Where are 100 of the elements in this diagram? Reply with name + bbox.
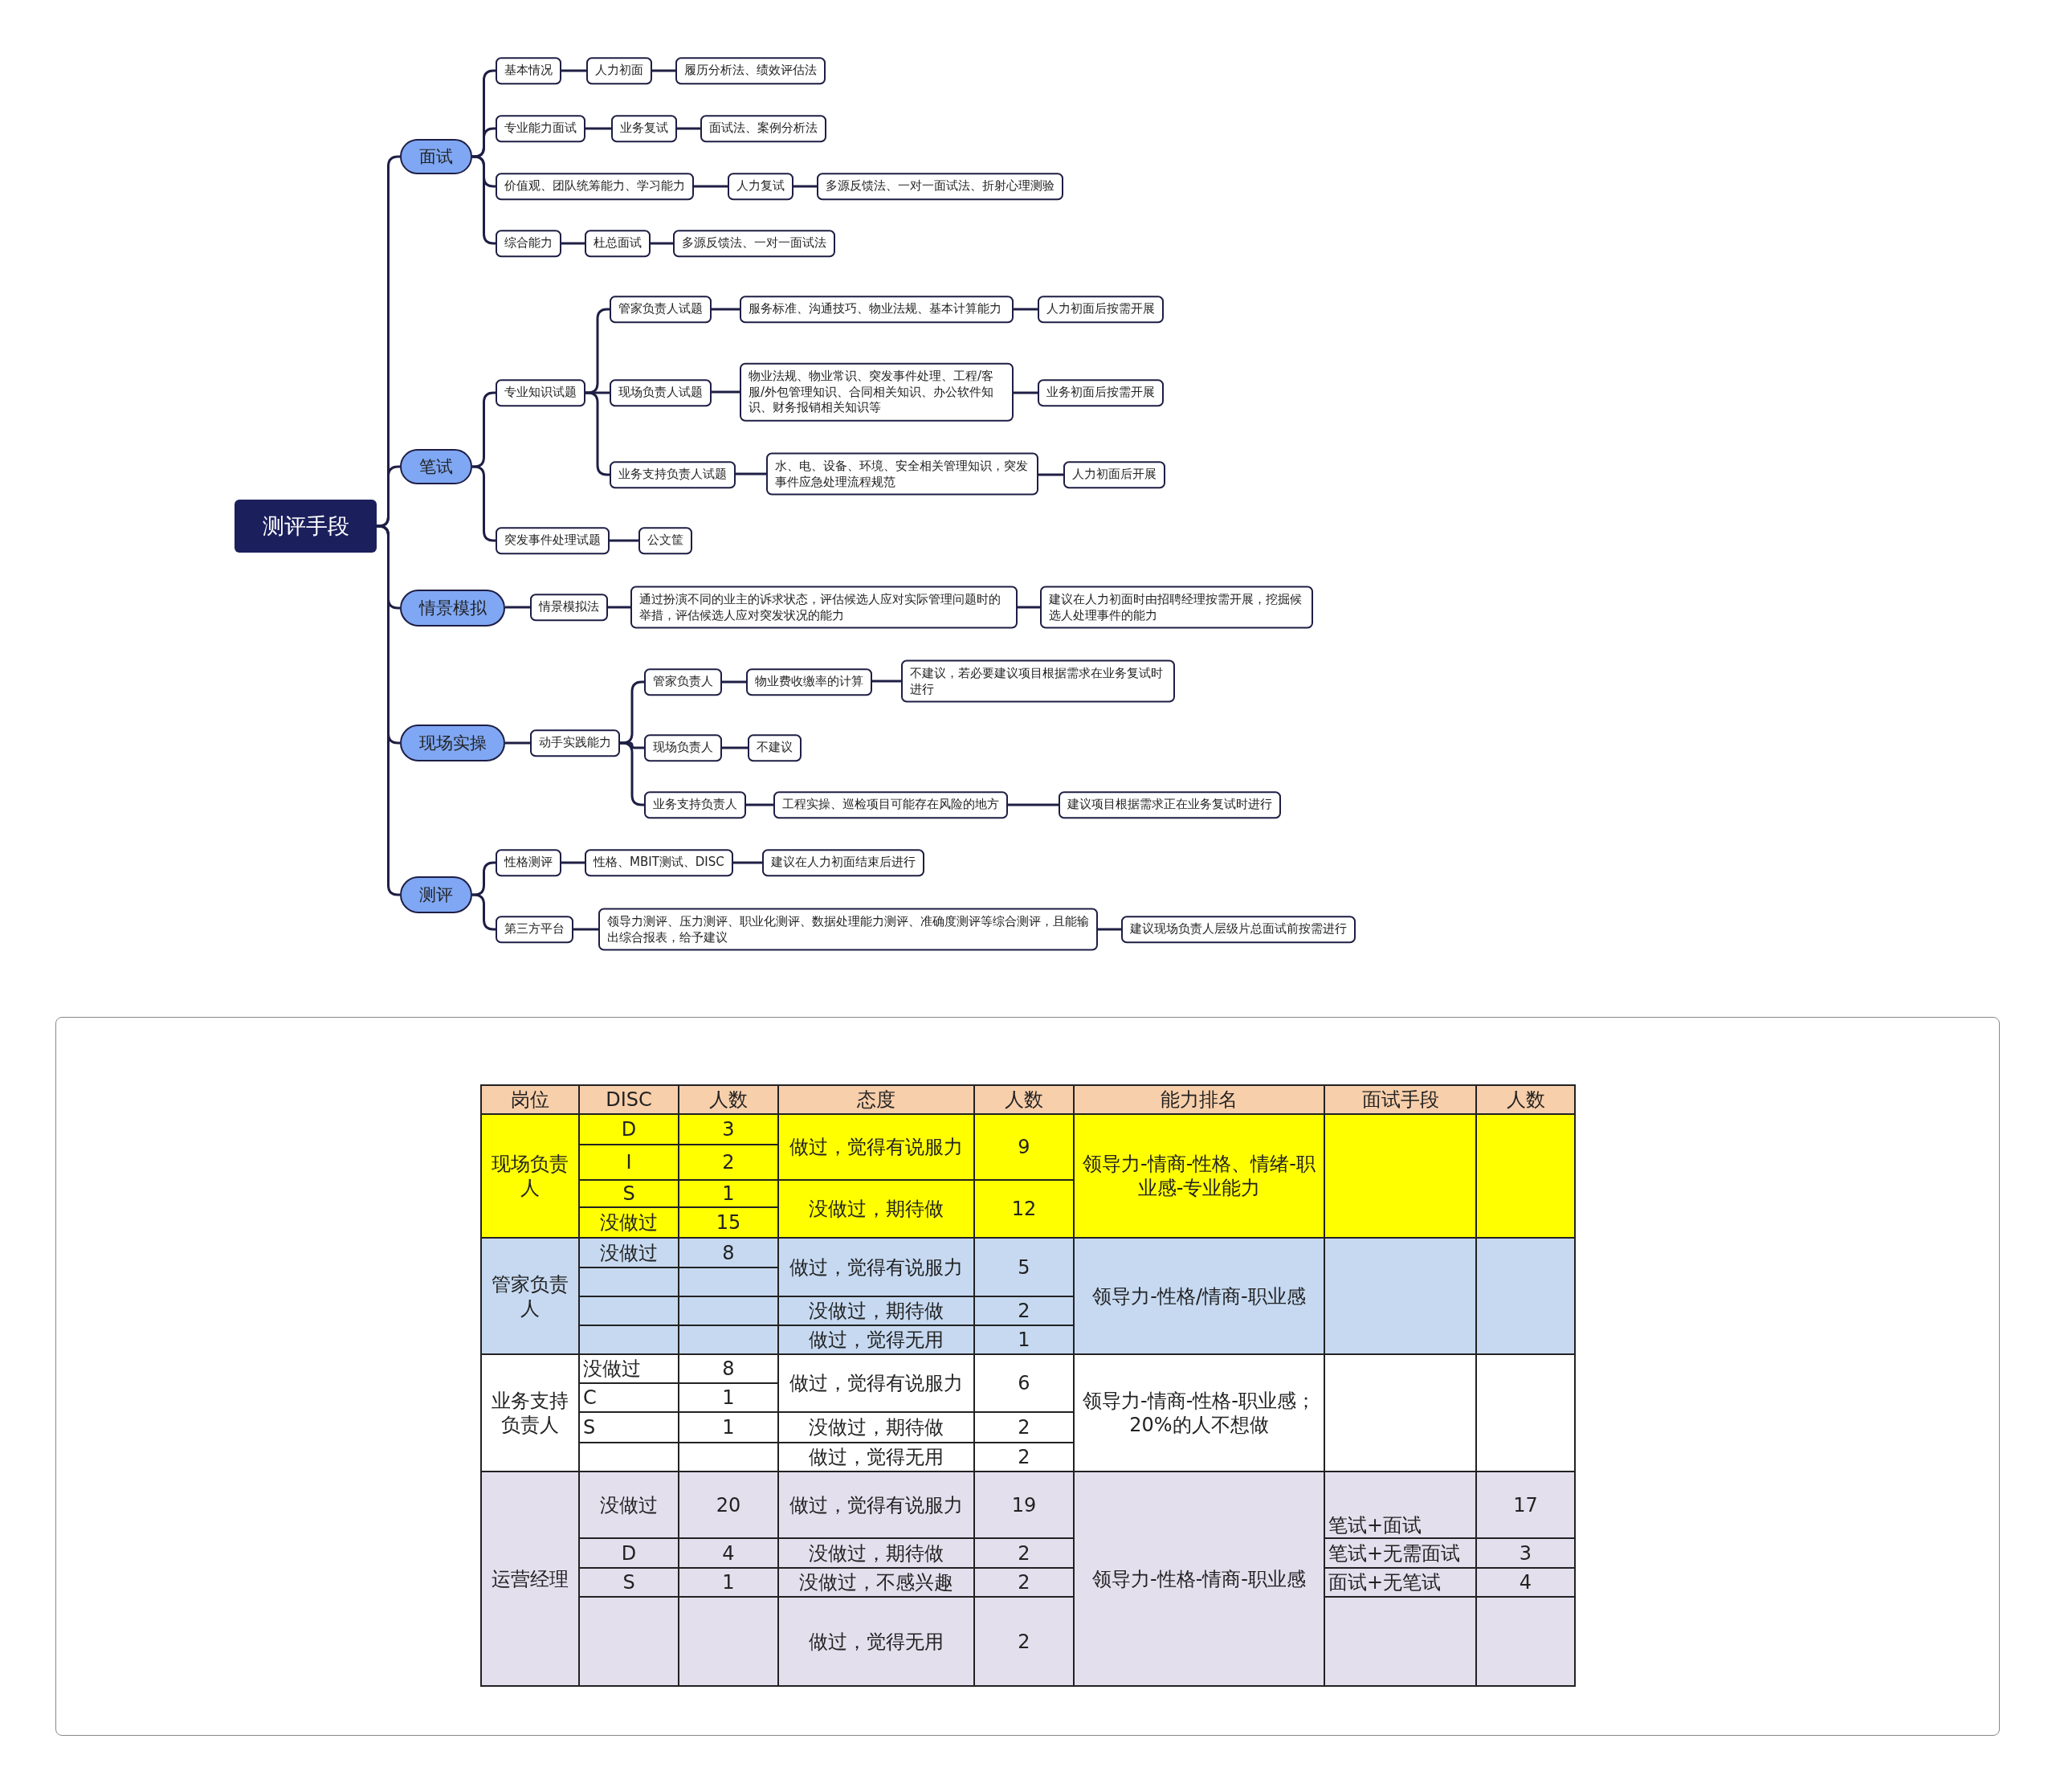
connector-line: [1038, 473, 1063, 476]
table-cell: 做过，觉得有说服力: [779, 1115, 975, 1181]
topic-box: 领导力测评、压力测评、职业化测评、数据处理能力测评、准确度测评等综合测评，且能输出综合报表，给予建议: [598, 908, 1098, 951]
table-cell: 2: [975, 1443, 1075, 1472]
column-header: 面试手段: [1325, 1086, 1477, 1115]
topic-box: 人力复试: [728, 173, 793, 200]
connector-line: [585, 127, 611, 130]
table-cell: 8: [679, 1355, 779, 1384]
table-cell: 没做过: [580, 1208, 679, 1239]
table-cell: S: [580, 1569, 679, 1598]
table-cell: 做过，觉得有说服力: [779, 1472, 975, 1539]
table-cell: 6: [975, 1355, 1075, 1413]
table-cell: 笔试+面试: [1325, 1472, 1477, 1539]
table-cell: 19: [975, 1472, 1075, 1539]
table-cell: I: [580, 1145, 679, 1181]
topic-box: 动手实践能力: [530, 729, 620, 757]
table-cell: 管家负责人: [482, 1239, 580, 1355]
connector-line: [1008, 803, 1059, 806]
branch-topic: 测评: [400, 876, 472, 913]
connector-line: [377, 465, 400, 528]
connector-line: [732, 861, 762, 864]
topic-box: 面试法、案例分析法: [700, 115, 826, 142]
topic-box: 第三方平台: [496, 916, 573, 943]
table-cell: 业务支持负责人: [482, 1355, 580, 1472]
connector-line: [1014, 308, 1038, 311]
table-cell: 做过，觉得无用: [779, 1443, 975, 1472]
column-header: 人数: [975, 1086, 1075, 1115]
topic-box: 通过扮演不同的业主的诉求状态，评估候选人应对实际管理问题时的举措，评估候选人应对突发状况的能力: [630, 586, 1018, 629]
table-cell: 没做过: [580, 1472, 679, 1539]
topic-box: 多源反馈法、一对一面试法、折射心理测验: [817, 173, 1063, 200]
topic-box: 物业法规、物业常识、突发事件处理、工程/客服/外包管理知识、合同相关知识、办公软件知识、财务报销相关知识等: [740, 362, 1014, 422]
connector-line: [1014, 391, 1038, 394]
branch-topic: 现场实操: [400, 725, 505, 761]
topic-box: 现场负责人试题: [610, 379, 712, 406]
table-cell: 面试+无笔试: [1325, 1569, 1477, 1598]
branch-topic: 笔试: [400, 449, 472, 484]
topic-box: 性格测评: [496, 849, 561, 876]
table-cell: 领导力-情商-性格、情绪-职业感-专业能力: [1075, 1115, 1325, 1239]
connector-line: [472, 861, 496, 896]
branch-topic: 情景模拟: [400, 590, 505, 627]
topic-box: 专业知识试题: [496, 379, 585, 406]
connector-line: [561, 861, 585, 864]
connector-line: [746, 803, 773, 806]
connector-line: [472, 155, 496, 245]
topic-box: 建议项目根据需求正在业务复试时进行: [1059, 791, 1281, 818]
topic-box: 工程实操、巡检项目可能存在风险的地方: [773, 791, 1008, 818]
topic-box: 建议在人力初面结束后进行: [762, 849, 924, 876]
topic-box: 业务初面后按需开展: [1038, 379, 1164, 406]
table-cell: 领导力-情商-性格-职业感；20%的人不想做: [1075, 1355, 1325, 1472]
topic-box: 履历分析法、绩效评估法: [675, 57, 826, 84]
table-cell: 没做过: [580, 1239, 679, 1268]
topic-box: 杜总面试: [585, 230, 651, 257]
table-cell: 2: [975, 1598, 1075, 1687]
table-cell: 现场负责人: [482, 1115, 580, 1239]
topic-box: 物业费收缴率的计算: [746, 668, 872, 696]
topic-box: 综合能力: [496, 230, 561, 257]
table-cell: 做过，觉得无用: [779, 1598, 975, 1687]
table-cell: 2: [679, 1145, 779, 1181]
connector-line: [722, 746, 748, 749]
table-cell: 15: [679, 1208, 779, 1239]
connector-line: [610, 539, 638, 542]
table-cell: 做过，觉得有说服力: [779, 1355, 975, 1413]
topic-box: 性格、MBIT测试、DISC: [585, 849, 733, 876]
table-cell: 2: [975, 1297, 1075, 1326]
connector-line: [1018, 606, 1040, 609]
topic-box: 建议现场负责人层级片总面试前按需进行: [1121, 916, 1356, 943]
connector-line: [712, 308, 740, 311]
table-cell: 没做过，期待做: [779, 1181, 975, 1239]
topic-box: 业务支持负责人: [644, 791, 746, 818]
table-cell: 笔试+无需面试: [1325, 1539, 1477, 1569]
column-header: 人数: [1477, 1086, 1576, 1115]
topic-box: 不建议，若必要建议项目根据需求在业务复试时进行: [901, 659, 1175, 703]
table-cell: 没做过，不感兴趣: [779, 1569, 975, 1598]
branch-topic: 面试: [400, 139, 472, 174]
topic-box: 业务支持负责人试题: [610, 461, 736, 488]
column-header: 人数: [679, 1086, 779, 1115]
table-cell: 20: [679, 1472, 779, 1539]
column-header: 能力排名: [1075, 1086, 1325, 1115]
topic-box: 突发事件处理试题: [496, 527, 610, 554]
connector-line: [712, 390, 740, 394]
topic-box: 人力初面: [586, 57, 652, 84]
topic-box: 业务复试: [611, 115, 677, 142]
table-cell: 1: [679, 1413, 779, 1443]
topic-box: 管家负责人: [644, 668, 722, 696]
table-cell: 做过，觉得无用: [779, 1326, 975, 1355]
table-cell: 3: [679, 1115, 779, 1145]
connector-line: [651, 242, 673, 245]
topic-box: 建议在人力初面时由招聘经理按需开展，挖掘候选人处理事件的能力: [1040, 586, 1313, 629]
table-cell: C: [580, 1384, 679, 1413]
table-cell: 12: [975, 1181, 1075, 1239]
topic-box: 不建议: [748, 734, 802, 761]
topic-box: 人力初面后开展: [1063, 461, 1165, 488]
root-topic: 测评手段: [235, 500, 377, 553]
connector-line: [608, 606, 630, 609]
connector-line: [736, 472, 766, 476]
topic-box: 水、电、设备、环境、安全相关管理知识，突发事件应急处理流程规范: [766, 452, 1038, 496]
table-cell: 没做过: [580, 1355, 679, 1384]
table-cell: 1: [679, 1384, 779, 1413]
column-header: 态度: [779, 1086, 975, 1115]
table-cell: D: [580, 1115, 679, 1145]
